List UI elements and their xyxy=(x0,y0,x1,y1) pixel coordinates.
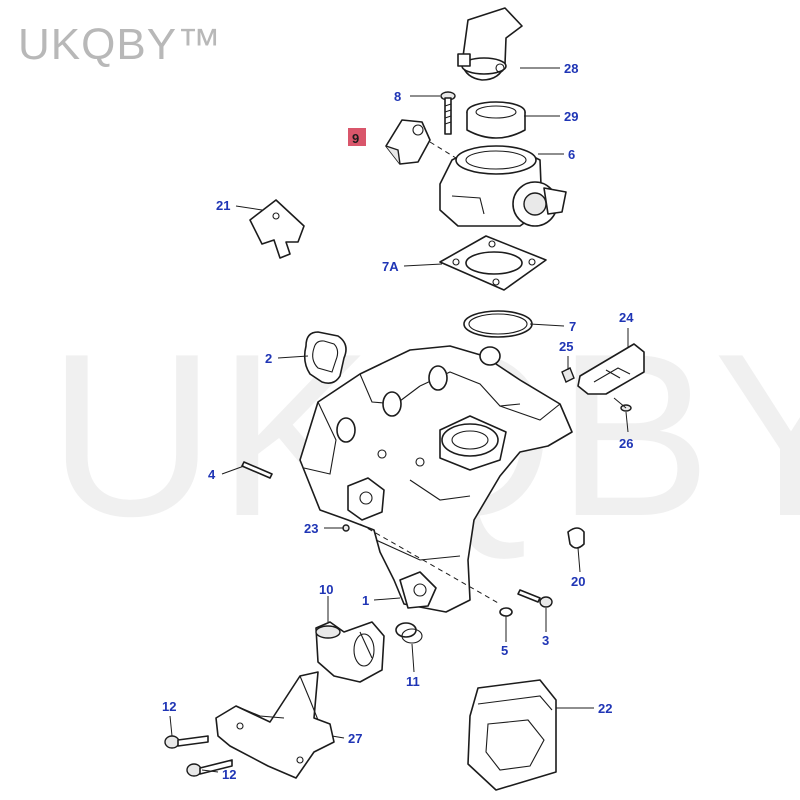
part-bracket-24 xyxy=(577,343,645,395)
callout-6: 6 xyxy=(568,147,575,162)
callout-29: 29 xyxy=(564,109,578,124)
part-bolt-3 xyxy=(517,589,553,608)
callout-8: 8 xyxy=(394,89,401,104)
part-mounting-bracket xyxy=(215,671,335,779)
callout-27: 27 xyxy=(348,731,362,746)
callout-10: 10 xyxy=(319,582,333,597)
part-screw-26 xyxy=(613,397,632,412)
callout-7: 7 xyxy=(569,319,576,334)
part-plug-20 xyxy=(567,527,585,549)
callout-labels: 28 8 29 9 6 21 7A 24 7 2 25 26 4 23 20 1… xyxy=(162,61,634,782)
part-air-inlet-elbow xyxy=(457,7,523,81)
callout-2: 2 xyxy=(265,351,272,366)
part-gasket-7a xyxy=(439,235,547,291)
callout-1: 1 xyxy=(362,593,369,608)
part-bracket-21 xyxy=(249,199,305,259)
callout-24: 24 xyxy=(619,310,634,325)
highlight-box xyxy=(348,128,366,146)
callout-21: 21 xyxy=(216,198,230,213)
part-intake-manifold xyxy=(299,345,573,613)
callout-23: 23 xyxy=(304,521,318,536)
part-throttle-body xyxy=(439,145,567,227)
callout-4: 4 xyxy=(208,467,216,482)
part-screw-8 xyxy=(440,91,456,135)
part-o-ring xyxy=(463,310,533,338)
part-thermostat-housing xyxy=(315,621,385,683)
part-washer-5 xyxy=(499,607,513,617)
callout-5: 5 xyxy=(501,643,508,658)
part-stud-4 xyxy=(241,461,273,479)
callout-25: 25 xyxy=(559,339,573,354)
callout-26: 26 xyxy=(619,436,633,451)
part-hose-clamp xyxy=(395,622,423,644)
part-bolt-12-upper xyxy=(164,735,209,749)
part-cover-22 xyxy=(467,679,557,791)
part-seal-ring xyxy=(466,101,526,139)
leader-lines xyxy=(169,67,629,773)
callout-22: 22 xyxy=(598,701,612,716)
callout-3: 3 xyxy=(542,633,549,648)
callout-20: 20 xyxy=(571,574,585,589)
callout-12-upper: 12 xyxy=(162,699,176,714)
callout-11: 11 xyxy=(406,674,420,689)
callout-9: 9 xyxy=(352,131,359,146)
part-throttle-position-sensor xyxy=(385,119,431,165)
part-gasket-2 xyxy=(303,331,347,384)
callout-28: 28 xyxy=(564,61,578,76)
part-clip-25 xyxy=(561,367,575,383)
brand-logo-text: UKQBY™ xyxy=(18,20,223,69)
callout-7a: 7A xyxy=(382,259,399,274)
callout-12-lower: 12 xyxy=(222,767,236,782)
